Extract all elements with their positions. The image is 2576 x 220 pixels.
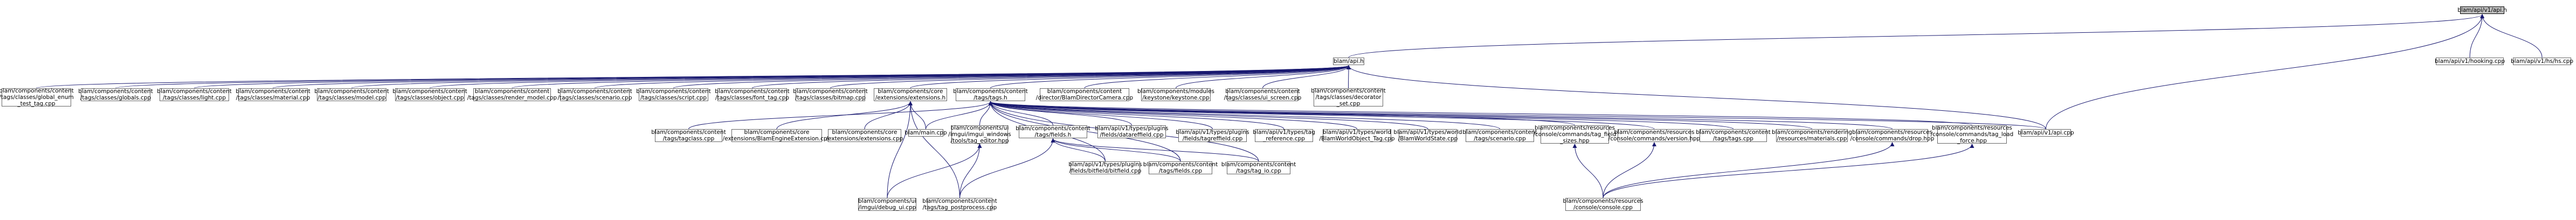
graph-node-postprocess[interactable]: blam/components/content /tags/tag_postpr… <box>922 198 997 211</box>
graph-node-decorator[interactable]: blam/components/content /tags/classes/de… <box>1311 88 1386 107</box>
graph-node-api-cpp[interactable]: blam/api/v1/api.cpp <box>2018 129 2074 137</box>
graph-node-hs[interactable]: blam/api/v1/hs/hs.cpp <box>2511 58 2573 65</box>
edge-font_tag-to-api <box>752 65 1351 89</box>
edge-drop-to-tags_h <box>988 101 1893 130</box>
graph-node-tag-load-force[interactable]: blam/components/resources /console/comma… <box>1930 125 2014 144</box>
graph-node-hooking[interactable]: blam/api/v1/hooking.cpp <box>2434 58 2505 65</box>
graph-node-tags-h[interactable]: blam/components/content /tags/tags.h <box>953 88 1028 101</box>
edge-model-to-api <box>351 65 1351 89</box>
edge-tag_reference-to-tags_h <box>988 101 1284 130</box>
graph-node-font-tag[interactable]: blam/components/content /tags/classes/fo… <box>715 88 790 101</box>
edge-extensions_cpp-to-extensions_h <box>864 101 913 130</box>
graph-node-object[interactable]: blam/components/content /tags/classes/ob… <box>392 88 467 101</box>
edge-scenario_tags-to-tags_h <box>988 101 1500 130</box>
edge-api_cpp-to-tags_h <box>989 101 2046 130</box>
graph-node-light[interactable]: blam/components/content /tags/classes/li… <box>157 88 232 101</box>
graph-node-version[interactable]: blam/components/resources /console/comma… <box>1608 129 1701 142</box>
graph-node-bitfield[interactable]: blam/api/v1/types/plugins /fields/bitfie… <box>1068 161 1142 174</box>
edge-tagclass-to-tags_h <box>688 101 993 130</box>
edge-api_cpp-to-api <box>1346 65 2046 130</box>
edge-api-to-api_v1_api <box>1348 14 2484 58</box>
graph-node-global-enum[interactable]: blam/components/content /tags/classes/gl… <box>0 88 74 107</box>
graph-node-drop[interactable]: blam/components/resources /console/comma… <box>1850 129 1935 142</box>
graph-node-world-obj-tag[interactable]: blam/api/v1/types/world /BlamWorldObject… <box>1319 129 1395 142</box>
graph-node-engine-ext[interactable]: blam/components/core /extensions/BlamEng… <box>722 129 831 142</box>
edge-script-to-api <box>673 65 1351 89</box>
edge-tag_load_force-to-tags_h <box>989 101 1972 126</box>
graph-node-bitmap[interactable]: blam/components/content /tags/classes/bi… <box>793 88 868 101</box>
edge-console_cpp-to-version <box>1603 142 1656 198</box>
edge-api_cpp-to-api_v1_api <box>2046 14 2484 130</box>
edge-debug_ui-to-tag_editor <box>887 144 982 198</box>
graph-node-debug-ui[interactable]: blam/components/ui /imgui/debug_ui.cpp <box>858 198 916 211</box>
edge-debug_ui-to-extensions_h <box>887 101 913 198</box>
graph-node-script[interactable]: blam/components/content /tags/classes/sc… <box>636 88 711 101</box>
edge-extensions_h-to-api <box>910 65 1351 89</box>
edge-director-to-api <box>1084 65 1351 89</box>
edge-hs-to-api_v1_api <box>2480 14 2543 58</box>
graph-node-director[interactable]: blam/components/content /director/BlamDi… <box>1035 88 1134 101</box>
graph-node-scenario-tags[interactable]: blam/components/content /tags/scenario.c… <box>1462 129 1537 142</box>
graph-node-tag-reference[interactable]: blam/api/v1/types/tag _reference.cpp <box>1253 129 1315 142</box>
edge-engine_ext-to-extensions_h <box>776 101 913 130</box>
graph-node-globals[interactable]: blam/components/content /tags/classes/gl… <box>78 88 153 101</box>
edge-render_model-to-api <box>512 65 1351 89</box>
graph-node-tagclass[interactable]: blam/components/content /tags/tagclass.c… <box>651 129 726 142</box>
edge-postprocess-to-fields_h <box>959 138 1055 198</box>
graph-node-materials-cpp[interactable]: blam/components/rendering /resources/mat… <box>1771 129 1853 142</box>
edge-version-to-tags_h <box>988 101 1655 130</box>
graph-node-extensions-h[interactable]: blam/components/core /extensions/extensi… <box>874 88 947 101</box>
graph-node-model[interactable]: blam/components/content /tags/classes/mo… <box>314 88 389 101</box>
edge-world_obj_tag-to-tags_h <box>988 101 1357 130</box>
graph-node-tagreffield[interactable]: blam/api/v1/types/plugins /fields/tagref… <box>1176 129 1249 142</box>
edge-materials_cpp-to-tags_h <box>988 101 1812 130</box>
edge-tags_cpp-to-tags_h <box>988 101 1734 130</box>
graph-node-render-model[interactable]: blam/components/content /tags/classes/re… <box>467 88 557 101</box>
graph-node-keystone[interactable]: blam/components/modules /keystone/keysto… <box>1137 88 1215 101</box>
edge-tagreffield-to-tags_h <box>988 101 1213 130</box>
graph-node-tag-field-sizes[interactable]: blam/components/resources /console/comma… <box>1533 125 1617 144</box>
graph-node-datareffield[interactable]: blam/api/v1/types/plugins /fields/datare… <box>1095 125 1169 138</box>
edge-tags_h-to-api <box>990 65 1351 89</box>
edge-ui_screen-to-api <box>1262 65 1351 89</box>
graph-node-tag-io[interactable]: blam/components/content /tags/tag_io.cpp <box>1221 161 1296 174</box>
edge-console_cpp-to-drop <box>1603 142 1895 198</box>
edge-console_cpp-to-tag_load_force <box>1603 144 1974 198</box>
graph-node-fields-cpp[interactable]: blam/components/content /tags/fields.cpp <box>1143 161 1218 174</box>
edge-console_cpp-to-tag_field_sizes <box>1572 144 1604 198</box>
edge-postprocess-to-tag_editor <box>959 144 982 198</box>
edge-hooking-to-api_v1_api <box>2469 14 2484 58</box>
graph-node-material[interactable]: blam/components/content /tags/classes/ma… <box>236 88 310 101</box>
graph-node-api-v1-api[interactable]: blam/api/v1/api.h <box>2457 6 2507 14</box>
graph-node-main[interactable]: blam/main.cpp <box>904 129 947 137</box>
edge-main-to-tags_h <box>926 101 993 130</box>
edge-fields_cpp-to-fields_h <box>1051 138 1181 162</box>
graph-node-console-cpp[interactable]: blam/components/resources /console/conso… <box>1563 198 1643 211</box>
edge-bitmap-to-api <box>830 65 1351 89</box>
graph-node-tag-editor[interactable]: blam/components/ui /imgui/imgui_windows … <box>948 125 1011 144</box>
edge-world_state-to-tags_h <box>988 101 1428 130</box>
edge-postprocess-to-extensions_h <box>908 101 960 198</box>
graph-node-extensions-cpp[interactable]: blam/components/core /extensions/extensi… <box>826 129 903 142</box>
edge-keystone-to-api <box>1176 65 1351 89</box>
graph-node-fields-h[interactable]: blam/components/content /tags/fields.h <box>1016 125 1090 138</box>
graph-node-scenario-cls[interactable]: blam/components/content /tags/classes/sc… <box>557 88 632 101</box>
graph-node-tags-cpp[interactable]: blam/components/content /tags/tags.cpp <box>1696 129 1771 142</box>
graph-node-world-state[interactable]: blam/api/v1/types/world /BlamWorldState.… <box>1393 129 1462 142</box>
edge-fields_h-to-tags_h <box>988 101 1053 126</box>
edge-main-to-extensions_h <box>908 101 926 130</box>
graph-node-ui-screen[interactable]: blam/components/content /tags/classes/ui… <box>1224 88 1302 101</box>
edge-tag_io-to-fields_h <box>1051 138 1259 162</box>
graph-node-api[interactable]: blam/api.h <box>1333 58 1364 65</box>
